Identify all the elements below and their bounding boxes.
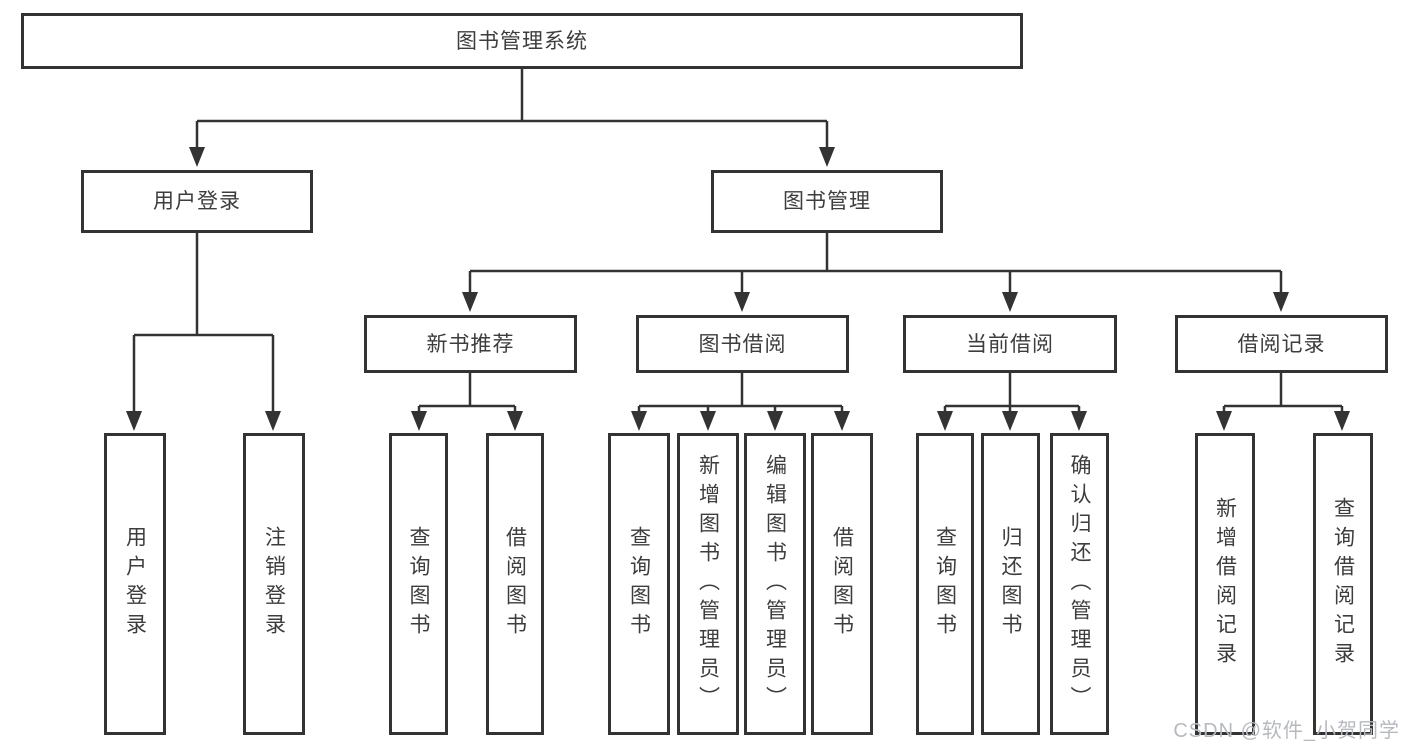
arrow-down-icon <box>507 411 523 431</box>
arrow-down-icon <box>1002 292 1018 312</box>
arrow-down-icon <box>767 411 783 431</box>
arrow-down-icon <box>1216 411 1232 431</box>
node-borrowing-records: 借阅记录 <box>1175 315 1388 373</box>
node-book-management: 图书管理 <box>711 170 943 233</box>
leaf-current-confirm-return-admin: 确认归还（管理员） <box>1050 433 1109 735</box>
node-current-borrowing: 当前借阅 <box>903 315 1117 373</box>
arrow-down-icon <box>819 147 835 167</box>
arrow-down-icon <box>631 411 647 431</box>
arrow-down-icon <box>126 411 142 431</box>
arrow-down-icon <box>1071 411 1087 431</box>
arrow-down-icon <box>1273 292 1289 312</box>
node-user-login: 用户登录 <box>81 170 313 233</box>
arrow-down-icon <box>462 292 478 312</box>
node-new-books: 新书推荐 <box>364 315 577 373</box>
arrow-down-icon <box>411 411 427 431</box>
arrow-down-icon <box>700 411 716 431</box>
leaf-records-add-record: 新增借阅记录 <box>1195 433 1255 735</box>
csdn-watermark: CSDN @软件_小贺同学 <box>1173 720 1400 742</box>
leaf-borrow-query-books: 查询图书 <box>608 433 670 735</box>
arrowheads <box>126 147 1350 431</box>
arrow-down-icon <box>834 411 850 431</box>
arrow-down-icon <box>265 411 281 431</box>
leaf-newbooks-query-books: 查询图书 <box>389 433 448 735</box>
leaf-borrow-edit-books-admin: 编辑图书（管理员） <box>744 433 806 735</box>
arrow-down-icon <box>937 411 953 431</box>
leaf-user-login: 用户登录 <box>104 433 166 735</box>
node-book-borrowing: 图书借阅 <box>636 315 849 373</box>
arrow-down-icon <box>734 292 750 312</box>
leaf-records-query-record: 查询借阅记录 <box>1313 433 1373 735</box>
leaf-borrow-borrow-books: 借阅图书 <box>811 433 873 735</box>
leaf-current-return-books: 归还图书 <box>981 433 1040 735</box>
arrow-down-icon <box>1002 411 1018 431</box>
leaf-newbooks-borrow-books: 借阅图书 <box>486 433 544 735</box>
leaf-logout: 注销登录 <box>243 433 305 735</box>
node-root-library-system: 图书管理系统 <box>21 13 1023 69</box>
arrow-down-icon <box>1334 411 1350 431</box>
leaf-current-query-books: 查询图书 <box>916 433 974 735</box>
leaf-borrow-add-books-admin: 新增图书（管理员） <box>677 433 739 735</box>
arrow-down-icon <box>189 147 205 167</box>
